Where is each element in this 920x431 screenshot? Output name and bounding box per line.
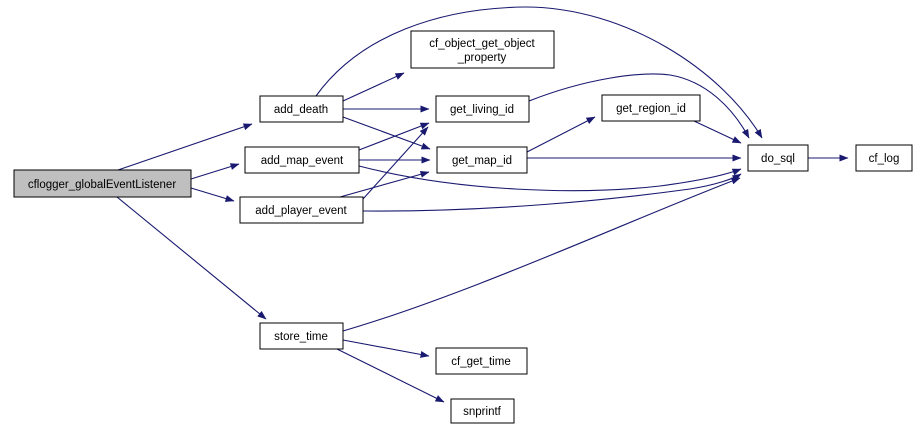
node-cflogger-globaleventlistener-box (13, 169, 192, 198)
edge-add-map-event-to-do-sql (358, 165, 742, 192)
node-get-living-id-box[interactable] (435, 95, 530, 123)
node-snprintf-box[interactable] (450, 398, 515, 424)
node-get-region-id[interactable]: get_region_id (601, 94, 701, 122)
node-add-death-box[interactable] (259, 95, 344, 123)
node-add-map-event[interactable]: add_map_event (244, 146, 360, 174)
edge-add-map-event-to-get-living-id (358, 122, 430, 151)
node-cf-log-label: cf_log (869, 153, 900, 165)
edge-cflogger-globaleventlistener-to-add-player-event (190, 187, 235, 202)
node-get-map-id[interactable]: get_map_id (436, 146, 528, 174)
node-snprintf-label: snprintf (463, 406, 502, 418)
edge-get-living-id-to-do-sql (528, 73, 750, 139)
node-add-player-event[interactable]: add_player_event (239, 196, 364, 224)
node-store-time[interactable]: store_time (259, 322, 344, 350)
edge-add-player-event-to-get-map-id (339, 170, 430, 198)
node-get-region-id-box[interactable] (601, 94, 701, 122)
node-add-player-event-label: add_player_event (255, 205, 347, 217)
edge-store-time-to-snprintf (336, 348, 445, 403)
node-add-map-event-label: add_map_event (261, 155, 344, 167)
node-cf-log[interactable]: cf_log (855, 144, 913, 172)
edge-add-death-to-get-map-id (342, 116, 431, 150)
node-cflogger-globaleventlistener-label: cflogger_globalEventListener (28, 179, 176, 191)
node-get-living-id[interactable]: get_living_id (435, 95, 530, 123)
node-do-sql[interactable]: do_sql (747, 144, 809, 172)
node-store-time-label: store_time (274, 331, 328, 343)
edge-cflogger-globaleventlistener-to-store-time (116, 196, 267, 320)
node-cflogger-globaleventlistener: cflogger_globalEventListener (13, 169, 192, 198)
node-do-sql-label: do_sql (761, 153, 795, 165)
edge-store-time-to-cf-get-time (342, 339, 430, 358)
node-cf-get-time[interactable]: cf_get_time (435, 347, 528, 375)
edge-add-player-event-to-do-sql (362, 173, 742, 212)
edge-cflogger-globaleventlistener-to-add-death (117, 123, 253, 171)
node-cf-object-get-object-property-label-line1: cf_object_get_object (429, 38, 535, 50)
edge-get-map-id-to-get-region-id (526, 116, 596, 153)
node-snprintf[interactable]: snprintf (450, 398, 515, 424)
node-get-map-id-label: get_map_id (452, 155, 512, 167)
node-cf-object-get-object-property-label-line2: _property (457, 52, 507, 64)
node-add-map-event-box[interactable] (244, 146, 360, 174)
node-get-region-id-label: get_region_id (616, 103, 686, 115)
node-cf-get-time-box[interactable] (435, 347, 528, 375)
node-get-living-id-label: get_living_id (450, 104, 514, 116)
node-add-death-label: add_death (274, 104, 328, 116)
edge-cflogger-globaleventlistener-to-add-map-event (190, 163, 240, 180)
nodes-layer: cflogger_globalEventListener add_death a… (13, 30, 913, 424)
node-add-player-event-box[interactable] (239, 196, 364, 224)
edge-add-death-to-cf-object-get-object-property (342, 72, 405, 102)
edge-add-death-to-do-sql (315, 6, 763, 139)
node-do-sql-box[interactable] (747, 144, 809, 172)
node-cf-object-get-object-property-box[interactable] (410, 30, 555, 69)
node-get-map-id-box[interactable] (436, 146, 528, 174)
node-cf-object-get-object-property[interactable]: cf_object_get_object _property (410, 30, 555, 69)
node-add-death[interactable]: add_death (259, 95, 344, 123)
node-cf-get-time-label: cf_get_time (451, 356, 510, 368)
edge-get-region-id-to-do-sql (693, 120, 742, 144)
edges-layer (116, 6, 849, 403)
edge-store-time-to-do-sql (342, 177, 741, 332)
node-cf-log-box[interactable] (855, 144, 913, 172)
node-store-time-box[interactable] (259, 322, 344, 350)
